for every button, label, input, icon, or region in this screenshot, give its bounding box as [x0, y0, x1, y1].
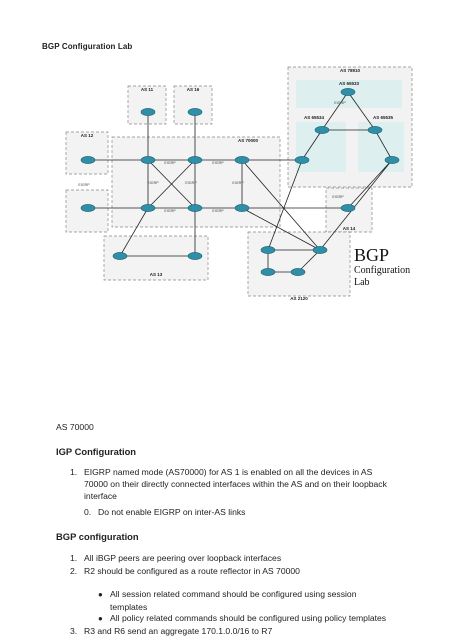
list-number: 2.: [70, 566, 78, 576]
igp-item-1: 1. EIGRP named mode (AS70000) for AS 1 is…: [70, 466, 387, 502]
router-icon: [187, 108, 203, 116]
list-text: EIGRP named mode (AS70000) for AS 1 is e…: [84, 467, 373, 477]
as-box-16: [173, 85, 213, 125]
router-icon: [314, 126, 330, 134]
router-icon: [260, 246, 276, 254]
brand-line2: Lab: [354, 277, 370, 288]
list-number: 3.: [70, 626, 78, 636]
link-label: EIGRP: [332, 195, 344, 199]
router-icon: [234, 204, 250, 212]
router-icon: [80, 204, 96, 212]
router-icon: [340, 204, 356, 212]
bgp-item-1: 1. All iBGP peers are peering over loopba…: [70, 552, 281, 564]
brand-bgp: BGP: [354, 245, 389, 265]
as-box-12: [65, 131, 109, 175]
router-icon: [80, 156, 96, 164]
list-text: templates: [110, 602, 148, 612]
router-icon: [340, 88, 356, 96]
bgp-item-3: 3. R3 and R6 send an aggregate 170.1.0.0/…: [70, 625, 272, 637]
router-icon: [384, 156, 400, 164]
page-title: BGP Configuration Lab: [42, 42, 133, 51]
router-icon: [187, 156, 203, 164]
router-icon: [112, 252, 128, 260]
list-text: All iBGP peers are peering over loopback…: [84, 553, 282, 563]
as-box-70000: [111, 136, 281, 228]
as-label: AS 16: [187, 87, 200, 92]
router-icon: [234, 156, 250, 164]
as-label: AS 65534: [304, 115, 325, 120]
link-label: EIGRP: [78, 183, 90, 187]
as-label: AS 70000: [238, 138, 259, 143]
bgp-heading: BGP configuration: [56, 531, 139, 542]
routers: [80, 88, 400, 276]
as-label: AS 13: [150, 272, 163, 277]
list-text: 70000 on their directly connected interf…: [84, 479, 387, 489]
network-diagram: AS 11 AS 16 AS 12 AS 70000 AS 78910 AS 6…: [65, 66, 413, 301]
router-icon: [187, 252, 203, 260]
bullet-icon: ●: [98, 590, 103, 599]
list-number: 0.: [84, 507, 92, 517]
router-icon: [290, 268, 306, 276]
igp-heading: IGP Configuration: [56, 446, 137, 457]
brand-line1: Configuration: [354, 265, 410, 276]
list-number: 1.: [70, 553, 78, 563]
as-label: AS 65535: [373, 115, 394, 120]
router-icon: [312, 246, 328, 254]
bgp-bullet-2: ● All policy related commands should be c…: [98, 612, 386, 625]
as-box-2120: [247, 231, 351, 297]
as-box-11: [127, 85, 167, 125]
bgp-bullet-1: ● All session related command should be c…: [98, 588, 357, 613]
link-label: EIGRP: [212, 161, 224, 165]
router-icon: [140, 156, 156, 164]
as-label: AS 11: [141, 87, 154, 92]
link-label: EIGRP: [164, 161, 176, 165]
list-text: All session related command should be co…: [110, 589, 357, 599]
router-icon: [187, 204, 203, 212]
link-label: EIGRP: [232, 181, 244, 185]
list-text: R2 should be configured as a route refle…: [84, 566, 300, 576]
as-label: AS 65533: [339, 81, 360, 86]
list-text: All policy related commands should be co…: [110, 613, 387, 623]
link-label: EIGRP: [147, 181, 159, 185]
as-label: AS 12: [81, 133, 94, 138]
link-label: EIGRP: [185, 181, 197, 185]
network-links: [88, 91, 393, 273]
list-text: Do not enable EIGRP on inter-AS links: [98, 507, 246, 517]
list-text: R3 and R6 send an aggregate 170.1.0.0/16…: [84, 626, 273, 636]
list-number: 1.: [70, 467, 78, 477]
link-label: EIGRP: [164, 209, 176, 213]
as-label: AS 2120: [290, 296, 308, 301]
router-icon: [294, 156, 310, 164]
link-label: EIGRP: [212, 209, 224, 213]
as-heading: AS 70000: [56, 422, 94, 432]
igp-item-0: 0. Do not enable EIGRP on inter-AS links: [84, 506, 245, 518]
router-icon: [260, 268, 276, 276]
bullet-icon: ●: [98, 614, 103, 623]
bgp-item-2: 2. R2 should be configured as a route ref…: [70, 565, 300, 577]
as-label: AS 14: [343, 226, 356, 231]
router-icon: [140, 108, 156, 116]
as-label: AS 78910: [340, 68, 361, 73]
link-label: EIGRP: [334, 101, 346, 105]
router-icon: [367, 126, 383, 134]
list-text: interface: [84, 491, 117, 501]
router-icon: [140, 204, 156, 212]
